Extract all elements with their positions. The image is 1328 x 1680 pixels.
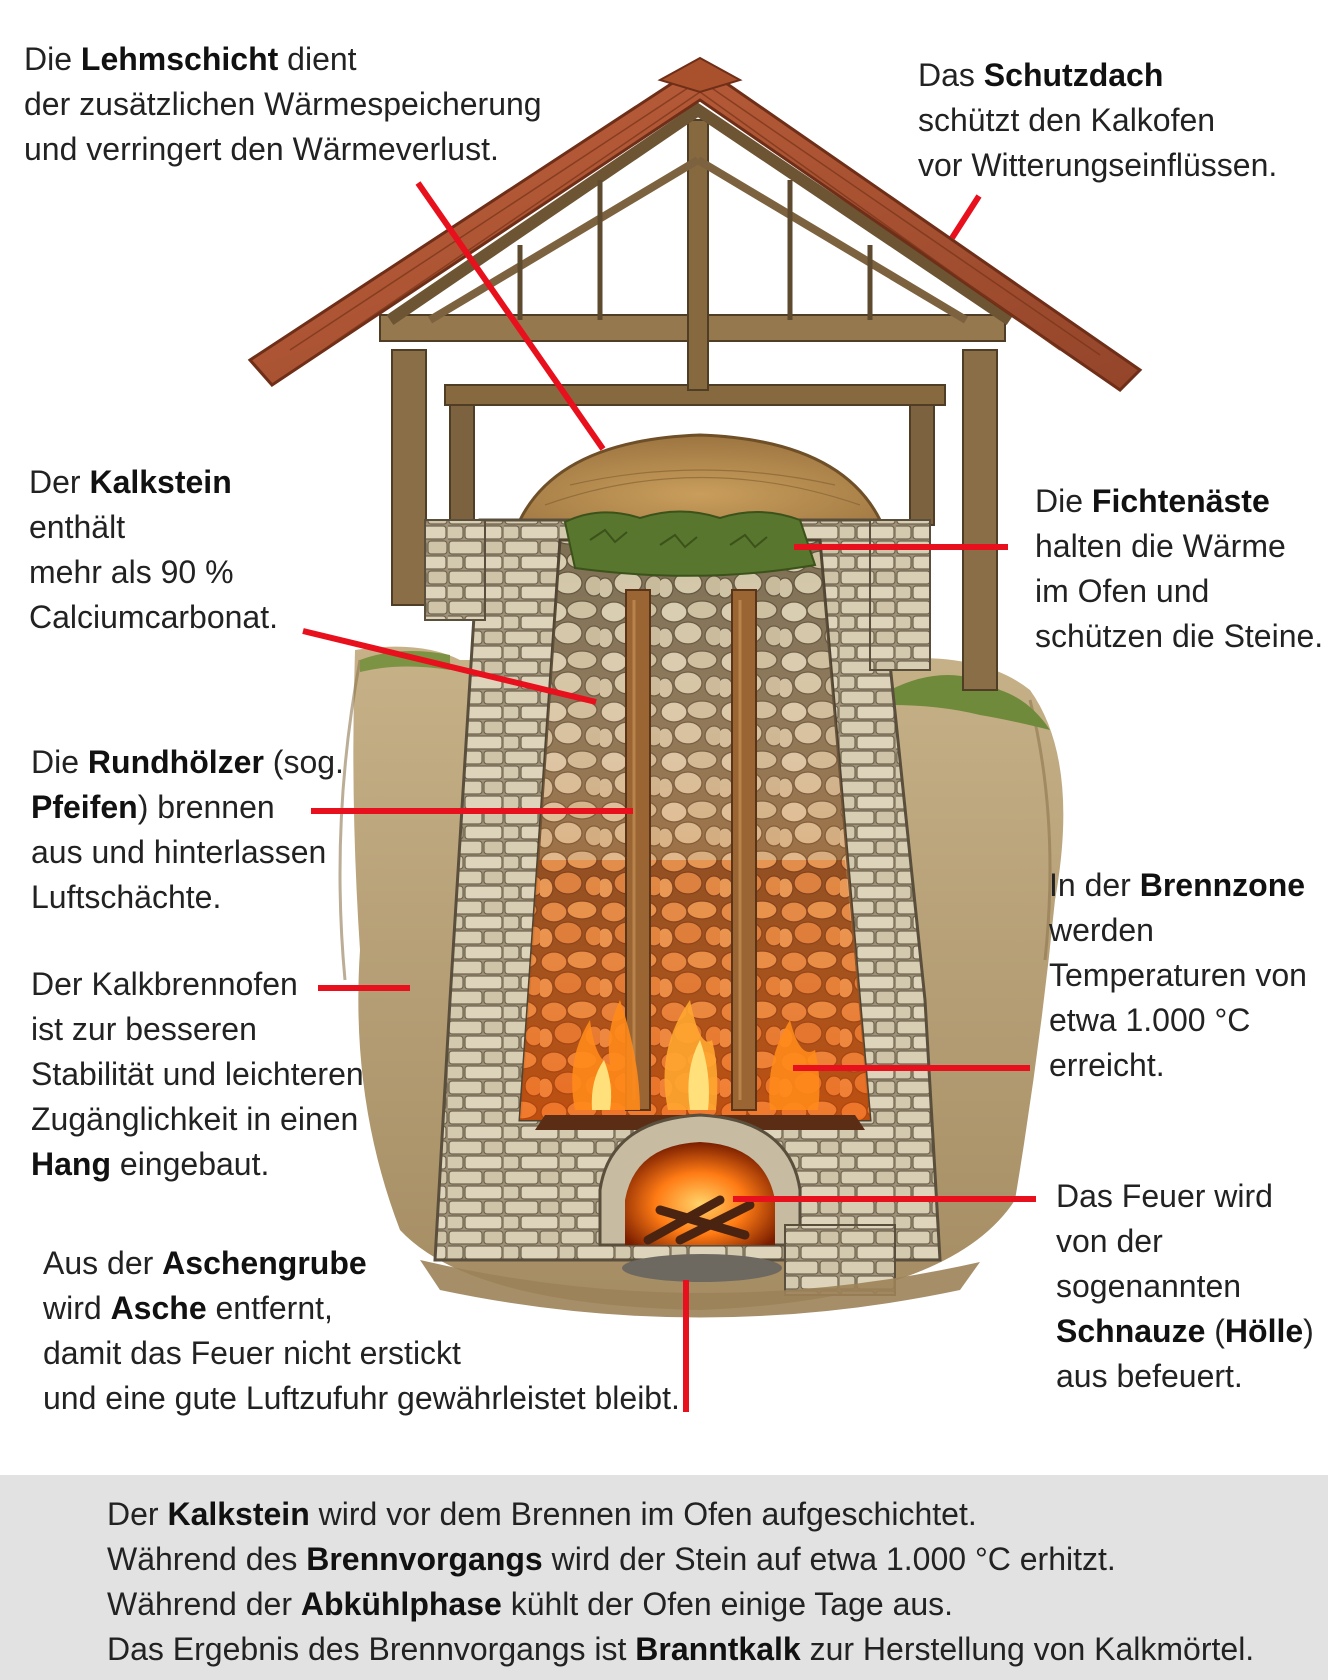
text: sogenannten [1056,1264,1314,1309]
label-schnauze: Das Feuer wird von der sogenannten Schna… [1056,1174,1314,1399]
text: halten die Wärme [1035,524,1323,569]
text: ist zur besseren [31,1007,364,1052]
label-fichtenaeste: Die Fichtenäste halten die Wärme im Ofen… [1035,479,1323,659]
text: Das Ergebnis des Brennvorgangs ist [107,1631,635,1667]
roof-post-right [963,350,997,690]
text: dient [278,41,356,77]
text: vor Witterungseinflüssen. [918,143,1277,188]
text-bold: Branntkalk [635,1631,800,1667]
label-hang: Der Kalkbrennofen ist zur besseren Stabi… [31,962,364,1187]
text-bold: Abkühlphase [301,1586,502,1622]
text-bold: Kalkstein [167,1496,309,1532]
leader-schutzdach [952,196,979,238]
text: im Ofen und [1035,569,1323,614]
text: zur Herstellung von Kalkmörtel. [801,1631,1255,1667]
text: Zugänglichkeit in einen [31,1097,364,1142]
label-brennzone: In der Brennzone werden Temperaturen von… [1049,863,1307,1088]
text: und verringert den Wärmeverlust. [24,127,542,172]
text: ( [1205,1313,1225,1349]
text-bold: Hang [31,1146,111,1182]
text: Calciumcarbonat. [29,595,278,640]
text: wird vor dem Brennen im Ofen aufgeschich… [310,1496,977,1532]
text: aus und hinterlassen [31,830,344,875]
text-bold: Kalkstein [89,464,231,500]
text: erreicht. [1049,1043,1307,1088]
text-bold: Brennvorgangs [306,1541,542,1577]
text: enthält [29,505,278,550]
text: kühlt der Ofen einige Tage aus. [502,1586,953,1622]
text: Der Kalkbrennofen [31,962,364,1007]
text: von der [1056,1219,1314,1264]
text-bold: Schnauze [1056,1313,1205,1349]
text: wird der Stein auf etwa 1.000 °C erhitzt… [543,1541,1116,1577]
label-lehmschicht: Die Lehmschicht dient der zusätzlichen W… [24,37,542,172]
text: und eine gute Luftzufuhr gewährleistet b… [43,1376,680,1421]
text-bold: Lehmschicht [81,41,278,77]
text: Der [29,464,89,500]
text: schützt den Kalkofen [918,98,1277,143]
text: Die [31,744,88,780]
text-bold: Schutzdach [984,57,1164,93]
roof-post-left [392,350,426,605]
summary-footer: Der Kalkstein wird vor dem Brennen im Of… [0,1475,1328,1680]
label-aschengrube: Aus der Aschengrube wird Asche entfernt,… [43,1241,680,1421]
text: damit das Feuer nicht erstickt [43,1331,680,1376]
label-kalkstein: Der Kalkstein enthält mehr als 90 % Calc… [29,460,278,640]
text: Während der [107,1586,301,1622]
text: Die [1035,483,1092,519]
text: ) brennen [138,789,275,825]
text: (sog. [264,744,344,780]
text: In der [1049,867,1140,903]
text-bold: Pfeifen [31,789,138,825]
text: der zusätzlichen Wärmespeicherung [24,82,542,127]
text: aus befeuert. [1056,1354,1314,1399]
text: Das [918,57,984,93]
text: mehr als 90 % [29,550,278,595]
wooden-pole-left [626,590,650,1110]
text: Während des [107,1541,306,1577]
text: Luftschächte. [31,875,344,920]
text: schützen die Steine. [1035,614,1323,659]
footer-line: Während der Abkühlphase kühlt der Ofen e… [107,1582,1254,1627]
text-bold: Hölle [1225,1313,1303,1349]
text: eingebaut. [111,1146,269,1182]
text: werden [1049,908,1307,953]
footer-line: Während des Brennvorgangs wird der Stein… [107,1537,1254,1582]
text-bold: Brennzone [1140,867,1305,903]
footer-line: Der Kalkstein wird vor dem Brennen im Of… [107,1492,1254,1537]
text: Die [24,41,81,77]
text-bold: Asche [111,1290,207,1326]
text: wird [43,1290,111,1326]
text: Das Feuer wird [1056,1174,1314,1219]
text: entfernt, [207,1290,333,1326]
text-bold: Fichtenäste [1092,483,1270,519]
text: Aus der [43,1245,162,1281]
text: Der [107,1496,167,1532]
label-schutzdach: Das Schutzdach schützt den Kalkofen vor … [918,53,1277,188]
text-bold: Rundhölzer [88,744,264,780]
footer-line: Das Ergebnis des Brennvorgangs ist Brann… [107,1627,1254,1672]
text: etwa 1.000 °C [1049,998,1307,1043]
label-rundhoelzer: Die Rundhölzer (sog. Pfeifen) brennen au… [31,740,344,920]
text: ) [1303,1313,1314,1349]
text-bold: Aschengrube [162,1245,366,1281]
wooden-pole-right [732,590,756,1110]
text: Stabilität und leichteren [31,1052,364,1097]
text: Temperaturen von [1049,953,1307,998]
